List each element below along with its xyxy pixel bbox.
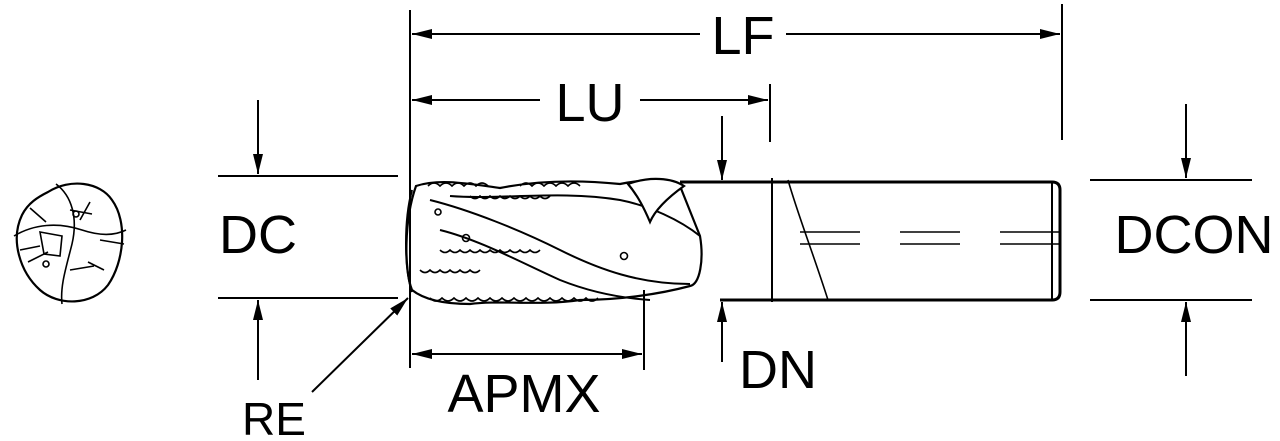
- label-dcon: DCON: [1115, 205, 1274, 265]
- label-lu: LU: [555, 73, 624, 133]
- label-dc: DC: [219, 205, 297, 265]
- end-mill-body: [405, 177, 1062, 306]
- label-dn: DN: [739, 340, 817, 400]
- dimension-re: [311, 297, 409, 393]
- label-lf: LF: [711, 6, 774, 66]
- extension-lines: [218, 4, 1252, 370]
- label-apmx: APMX: [447, 364, 600, 424]
- end-view-icon: [13, 182, 127, 305]
- label-re: RE: [242, 393, 306, 441]
